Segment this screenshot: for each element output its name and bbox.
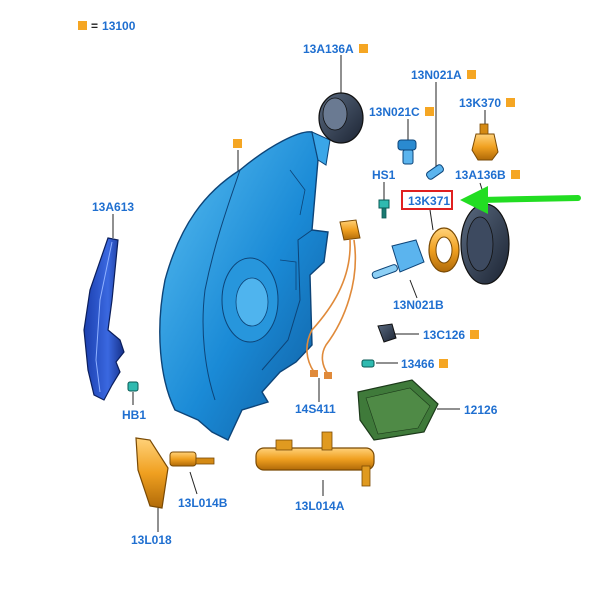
label-14s411: 14S411	[295, 402, 336, 416]
dust-cover-13a136a	[318, 92, 364, 144]
label-13l018: 13L018	[131, 533, 172, 547]
label-13n021b: 13N021B	[393, 298, 444, 312]
label-13n021c: 13N021C	[369, 105, 434, 119]
washer-nozzle-13l014b	[169, 451, 215, 467]
dust-cover-13a136b	[460, 203, 510, 285]
washer-pump-13l014a	[255, 431, 375, 487]
label-hb1: HB1	[122, 408, 147, 422]
label-12126: 12126	[464, 403, 498, 417]
hs1-bulb	[378, 199, 390, 219]
label-13k370: 13K370	[459, 96, 516, 110]
highlight-box-13k371: 13K371	[401, 190, 453, 210]
label-13466: 13466	[401, 357, 449, 371]
cover-13l018	[135, 437, 169, 509]
legend-marker	[78, 21, 87, 30]
legend: =13100	[78, 19, 135, 33]
bulb-13n021b	[371, 239, 425, 279]
green-pointer-arrow	[460, 186, 581, 214]
label-13a136a: 13A136A	[303, 42, 368, 56]
headlamp-housing	[159, 131, 331, 441]
label-13l014a: 13L014A	[295, 499, 345, 513]
label-13k371: 13K371	[408, 194, 451, 208]
hb1-bulb	[127, 381, 139, 392]
connector-13c126	[377, 323, 397, 343]
label-13c126: 13C126	[423, 328, 480, 342]
bulb-13n021a	[426, 164, 444, 180]
drl-light-guide	[83, 237, 125, 401]
bulb-holder-13k370	[471, 123, 499, 161]
legend-code: 13100	[102, 19, 136, 33]
label-13l014b: 13L014B	[178, 496, 228, 510]
label-13n021a: 13N021A	[411, 68, 476, 82]
wiring-harness-14s411	[306, 219, 361, 379]
label-hs1: HS1	[372, 168, 396, 182]
bulb-13n021c	[397, 139, 417, 165]
label-13a136b: 13A136B	[455, 168, 520, 182]
control-module-12126	[357, 379, 439, 441]
legend-equals: =	[91, 19, 99, 33]
label-housing-marker	[233, 139, 242, 148]
bulb-13466	[361, 359, 375, 368]
bulb-holder-13k371	[428, 227, 460, 273]
label-13a613: 13A613	[92, 200, 135, 214]
